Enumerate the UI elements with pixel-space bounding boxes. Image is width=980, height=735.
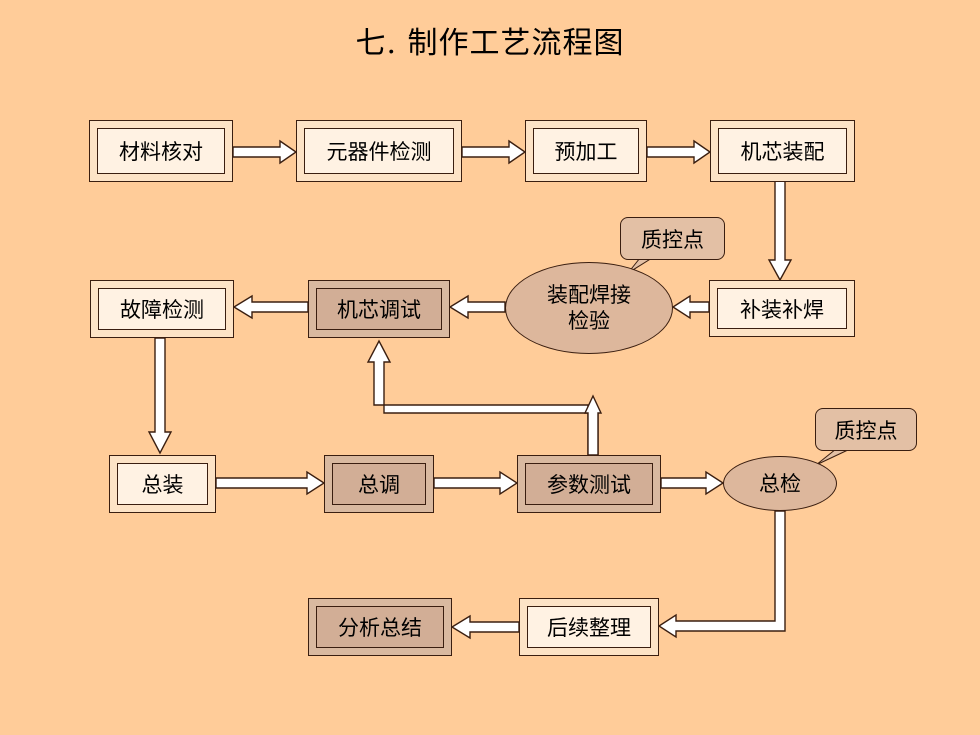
arrow-5 — [671, 294, 710, 320]
node-label: 总调 — [332, 463, 426, 505]
node-final-assembly: 总装 — [109, 455, 216, 513]
node-core-debug: 机芯调试 — [308, 280, 450, 338]
node-material-check: 材料核对 — [89, 120, 233, 182]
node-label: 故障检测 — [98, 288, 226, 330]
node-label: 补装补焊 — [717, 288, 847, 329]
node-fault-detection: 故障检测 — [90, 280, 234, 338]
node-follow-up: 后续整理 — [519, 598, 659, 656]
node-weld-inspection: 装配焊接 检验 — [505, 262, 673, 354]
node-label-line1: 装配焊接 — [547, 283, 631, 307]
arrow-4 — [767, 179, 793, 282]
node-repair-weld: 补装补焊 — [709, 280, 855, 337]
arrow-12-head — [583, 394, 603, 456]
node-label: 总装 — [117, 463, 208, 505]
page-title: 七. 制作工艺流程图 — [355, 26, 625, 61]
arrow-11 — [660, 470, 725, 496]
node-final-inspection: 总检 — [723, 456, 837, 511]
arrow-9 — [215, 470, 326, 496]
arrow-8 — [147, 337, 173, 455]
arrow-13 — [657, 510, 786, 639]
node-label: 分析总结 — [316, 606, 444, 648]
arrow-10 — [433, 470, 519, 496]
qc-point-callout-1: 质控点 — [620, 217, 725, 260]
node-label: 机芯装配 — [718, 128, 847, 174]
node-label: 后续整理 — [527, 606, 651, 648]
node-core-assembly: 机芯装配 — [710, 120, 855, 182]
node-label: 装配焊接 检验 — [547, 282, 631, 334]
node-final-tuning: 总调 — [324, 455, 434, 513]
node-label-line2: 检验 — [568, 309, 610, 333]
arrow-14 — [450, 614, 520, 640]
node-preprocess: 预加工 — [525, 120, 647, 182]
arrow-7 — [232, 294, 309, 320]
node-summary: 分析总结 — [308, 598, 452, 656]
node-component-test: 元器件检测 — [296, 120, 462, 182]
arrow-3 — [646, 139, 712, 165]
arrow-1 — [232, 139, 298, 165]
node-label: 机芯调试 — [316, 288, 442, 330]
node-param-test: 参数测试 — [517, 455, 661, 513]
qc-point-callout-2: 质控点 — [815, 408, 917, 451]
node-label: 参数测试 — [525, 463, 653, 505]
node-label: 元器件检测 — [304, 128, 454, 174]
node-label: 预加工 — [533, 128, 639, 174]
node-label: 材料核对 — [97, 128, 225, 174]
arrow-6 — [448, 294, 506, 320]
arrow-2 — [461, 139, 527, 165]
